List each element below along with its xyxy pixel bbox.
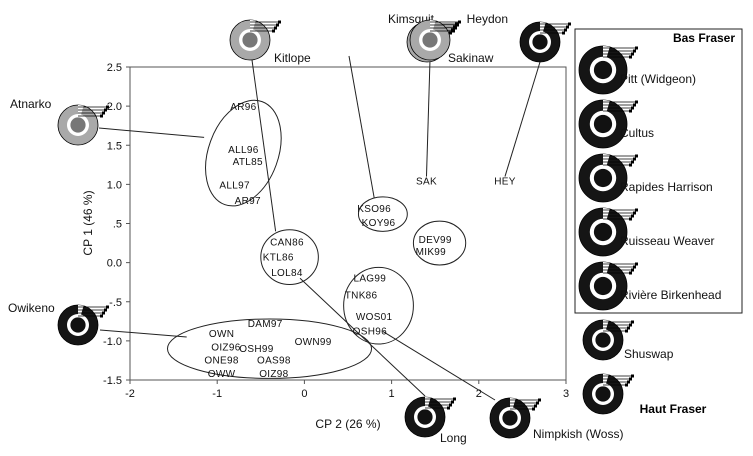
x-tick-label: 2 [476, 388, 482, 400]
point-label-all97: ALL97 [219, 180, 250, 191]
cluster-ellipse-nimpkish-woss [412, 220, 467, 266]
legend-pie-shuswap [582, 319, 634, 361]
pie-long [404, 396, 456, 438]
point-label-oas98: OAS98 [257, 356, 291, 367]
point-label-hey: HEY [494, 176, 515, 187]
point-label-ktl86: KTL86 [263, 252, 294, 263]
legend-pie-ruisseau-weaver [578, 207, 638, 257]
connector-heydon [504, 61, 541, 177]
point-label-dev99: DEV99 [419, 235, 452, 246]
legend-pie-rivi-re-birkenhead [578, 261, 638, 311]
y-tick-label: -.5 [109, 297, 122, 309]
point-label-oiz98: OIZ98 [259, 369, 288, 380]
pie-owikeno [57, 304, 109, 346]
x-tick-label: 0 [301, 388, 307, 400]
point-label-koy96: KOY96 [362, 218, 396, 229]
connector-kimsquit [348, 55, 375, 198]
legend-label-shuswap: Shuswap [624, 347, 674, 361]
point-label-all96: ALL96 [228, 145, 259, 156]
x-tick-label: 1 [389, 388, 395, 400]
river-pie-glyphs: AtnarkoKimsquitKitlopeHeydonSakinawOwike… [8, 12, 623, 445]
legend-pie-pitt-widgeon [578, 45, 638, 95]
river-label-heydon: Heydon [467, 12, 508, 26]
connector-owikeno [99, 329, 187, 338]
legend-pie-cultus [578, 99, 638, 149]
y-axis-ticks: 2.5 2.0 1.5 1.0 .5 0.0 -.5 -1.0 -1.5 [103, 62, 130, 387]
legend-label-cultus: Cultus [620, 126, 654, 140]
connector-atnarko [98, 127, 205, 138]
connector-long [299, 277, 426, 397]
connector-kitlope [251, 59, 277, 232]
pie-sakinaw [409, 19, 461, 61]
point-label-dam97: DAM97 [248, 319, 283, 330]
cluster-ellipse-owikeno [166, 318, 373, 379]
y-tick-label: 2.0 [107, 101, 122, 113]
plot-frame [129, 66, 567, 381]
point-label-ar96: AR96 [230, 102, 256, 113]
pie-heydon [519, 21, 571, 63]
y-tick-label: 0.0 [107, 258, 122, 270]
river-label-owikeno: Owikeno [8, 301, 55, 315]
point-label-oiz96: OIZ96 [211, 342, 240, 353]
point-label-oww: OWW [208, 369, 236, 380]
connector-sakinaw [425, 59, 431, 177]
river-label-sakinaw: Sakinaw [448, 51, 494, 65]
point-label-osh96: OSH96 [353, 327, 387, 338]
cluster-ellipse-kitlope [260, 229, 319, 286]
point-label-can86: CAN86 [270, 237, 304, 248]
cluster-ellipse-long [343, 266, 414, 345]
legend-label-ruisseau-weaver: Ruisseau Weaver [620, 234, 715, 248]
river-label-atnarko: Atnarko [10, 97, 52, 111]
y-tick-label: -1.0 [103, 336, 122, 348]
point-label-mik99: MIK99 [416, 247, 447, 258]
y-tick-label: .5 [113, 219, 122, 231]
point-label-tnk86: TNK86 [345, 291, 378, 302]
point-label-atl85: ATL85 [233, 157, 263, 168]
pie-atnarko [57, 104, 109, 146]
legend-label-rivi-re-birkenhead: Rivière Birkenhead [620, 288, 721, 302]
point-label-lag99: LAG99 [353, 273, 386, 284]
y-tick-label: 2.5 [107, 62, 122, 74]
legend-label-rapides-harrison: Rapides Harrison [620, 180, 713, 194]
point-label-own: OWN [209, 329, 234, 340]
cluster-ellipse-kimsquit [357, 196, 408, 232]
point-label-lol84: LOL84 [271, 268, 303, 279]
bas-fraser-legend-box [574, 28, 743, 314]
x-tick-label: 3 [563, 388, 569, 400]
river-label-nimpkish-woss: Nimpkish (Woss) [533, 427, 623, 441]
x-axis-ticks: -2 -1 0 1 2 3 [125, 380, 569, 400]
legend-label-pitt-widgeon: Pitt (Widgeon) [620, 72, 696, 86]
point-label-own99: OWN99 [295, 337, 332, 348]
legend-pie-thompson [582, 373, 634, 415]
plot-area [129, 66, 567, 381]
river-label-long: Long [440, 431, 467, 445]
cluster-ellipses [166, 99, 467, 379]
y-tick-label: 1.0 [107, 179, 122, 191]
x-axis-label: CP 2 (26 %) [315, 417, 380, 431]
y-tick-label: -1.5 [103, 375, 122, 387]
point-label-osh99: OSH99 [239, 344, 273, 355]
bas-fraser-title: Bas Fraser [673, 31, 735, 45]
point-label-wos01: WOS01 [356, 312, 393, 323]
legend-pie-rapides-harrison [578, 153, 638, 203]
point-label-ar97: AR97 [235, 196, 261, 207]
fraser-legend: Bas Fraser Haut Fraser Pitt (Widgeon) Cul… [574, 28, 743, 416]
river-label-kitlope: Kitlope [274, 51, 311, 65]
y-axis-label: CP 1 (46 %) [81, 190, 95, 255]
cluster-ellipse-atnarko [205, 99, 282, 207]
x-tick-label: -1 [212, 388, 222, 400]
point-label-kso96: KSO96 [357, 204, 391, 215]
y-tick-label: 1.5 [107, 140, 122, 152]
connector-nimpkish-woss [382, 331, 496, 401]
point-label-sak: SAK [416, 176, 437, 187]
pie-kitlope [229, 19, 281, 61]
haut-fraser-title: Haut Fraser [640, 402, 707, 416]
pie-nimpkish-woss [489, 397, 541, 439]
point-label-one98: ONE98 [204, 356, 238, 367]
x-tick-label: -2 [125, 388, 135, 400]
river-connectors [98, 55, 541, 401]
